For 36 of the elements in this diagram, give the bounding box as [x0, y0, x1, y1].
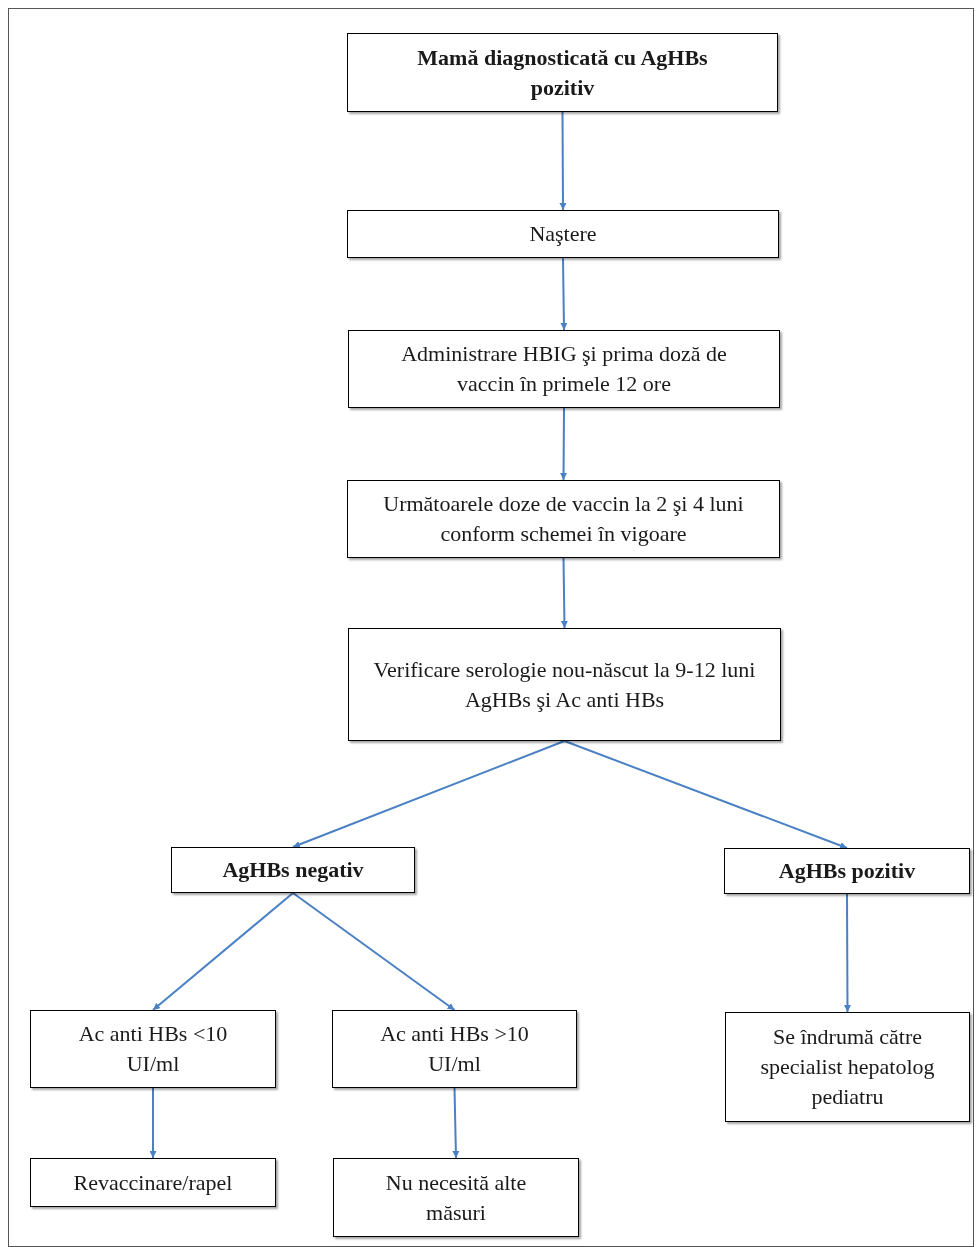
- arrow: [560, 407, 568, 481]
- box-text: Verificare serologie nou-născut la 9-12 luni: [373, 655, 756, 684]
- arrow: [452, 1087, 460, 1159]
- box-text: Administrare HBIG şi prima doză de vaccin în primele 12 ore: [400, 340, 728, 398]
- arrow: [560, 557, 568, 629]
- arrow: [152, 892, 294, 1011]
- box-text: Se îndrumă către specialist hepatolog pediatru: [759, 1023, 936, 1111]
- arrow: [559, 111, 567, 211]
- box-text: Ac anti HBs >10 UI/ml: [379, 1020, 530, 1078]
- box-text: Nu necesită alte măsuri: [384, 1168, 528, 1227]
- process-box: [30, 1158, 276, 1207]
- process-box: [333, 1158, 579, 1237]
- arrow: [292, 740, 566, 848]
- arrow: [560, 257, 568, 331]
- arrow: [292, 892, 456, 1011]
- box-text: Următoarele doze de vaccin la 2 şi 4 luni conform schemei în vigoare: [382, 490, 745, 548]
- process-box: [30, 1010, 276, 1088]
- box-text: Revaccinare/rapel: [73, 1168, 233, 1197]
- process-box: [347, 33, 778, 112]
- box-text: Ac anti HBs <10 UI/ml: [77, 1020, 229, 1078]
- process-box: [725, 1012, 970, 1122]
- process-box: [332, 1010, 577, 1088]
- process-box: [171, 847, 415, 893]
- box-text: Naştere: [529, 220, 597, 248]
- arrow: [149, 1087, 157, 1159]
- box-text: AgHBs şi Ac anti HBs: [464, 685, 665, 714]
- arrow: [843, 893, 851, 1013]
- process-box: [724, 848, 970, 894]
- process-box: [347, 210, 779, 258]
- process-box: [348, 330, 780, 408]
- process-box: [348, 628, 781, 741]
- process-box: [347, 480, 780, 558]
- arrow: [563, 740, 848, 849]
- box-text: Mamă diagnosticată cu AgHBs pozitiv: [416, 43, 709, 102]
- box-text: AgHBs negativ: [222, 856, 364, 884]
- box-text: AgHBs pozitiv: [778, 857, 916, 885]
